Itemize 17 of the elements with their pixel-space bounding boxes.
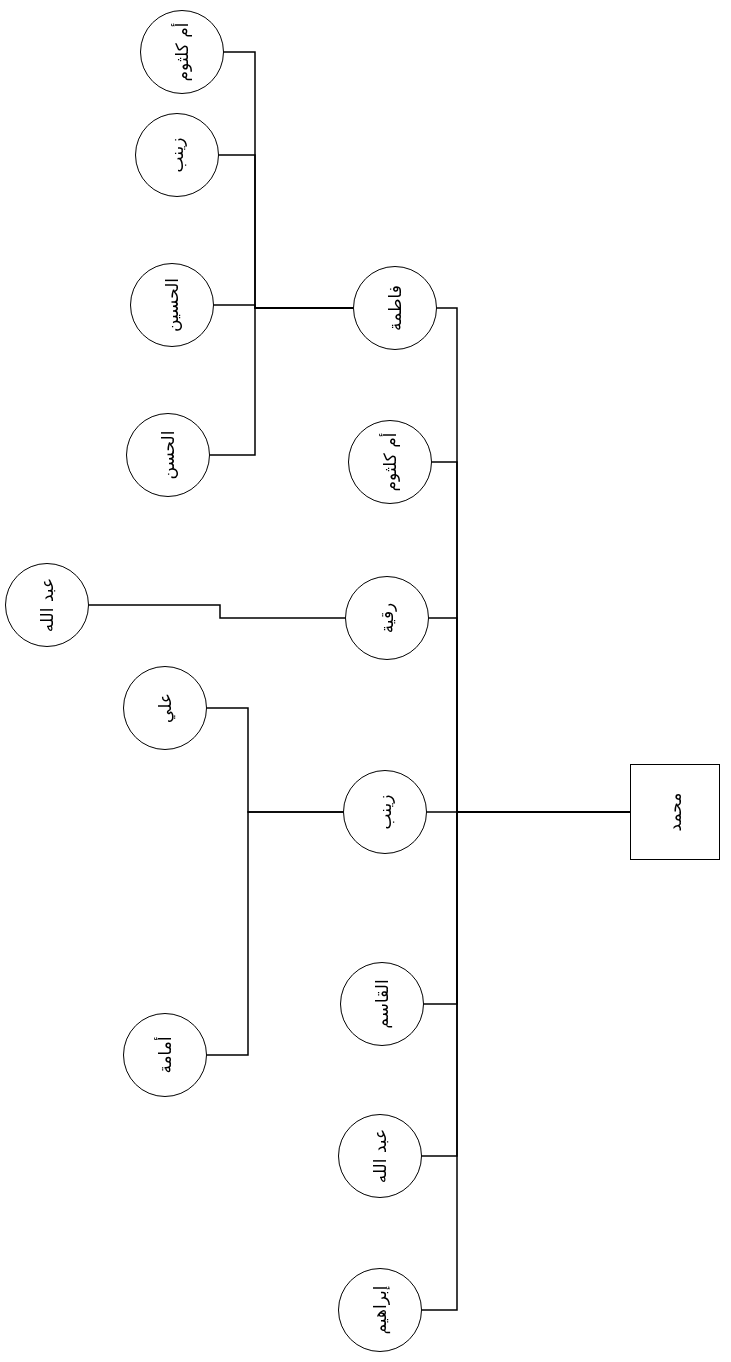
name-circle: زينب bbox=[343, 770, 427, 854]
name-circle: القاسم bbox=[340, 962, 424, 1046]
name-circle: عبد الله bbox=[5, 563, 89, 647]
name-circle: الحسين bbox=[130, 263, 214, 347]
name-circle: رقية bbox=[345, 576, 429, 660]
name-circle: الحسن bbox=[126, 413, 210, 497]
name-circle: أمامة bbox=[123, 1013, 207, 1097]
connector-line bbox=[88, 604, 346, 619]
name-circle: زينب bbox=[135, 113, 219, 197]
name-circle: فاطمة bbox=[353, 266, 437, 350]
name-circle: أم كلثوم bbox=[140, 10, 224, 94]
name-circle: عبد الله bbox=[338, 1114, 422, 1198]
name-circle: أم كلثوم bbox=[348, 420, 432, 504]
name-box: محمد bbox=[630, 764, 720, 860]
name-circle: علي bbox=[123, 666, 207, 750]
name-circle: إبراهيم bbox=[338, 1268, 422, 1352]
connector-line bbox=[206, 707, 344, 813]
